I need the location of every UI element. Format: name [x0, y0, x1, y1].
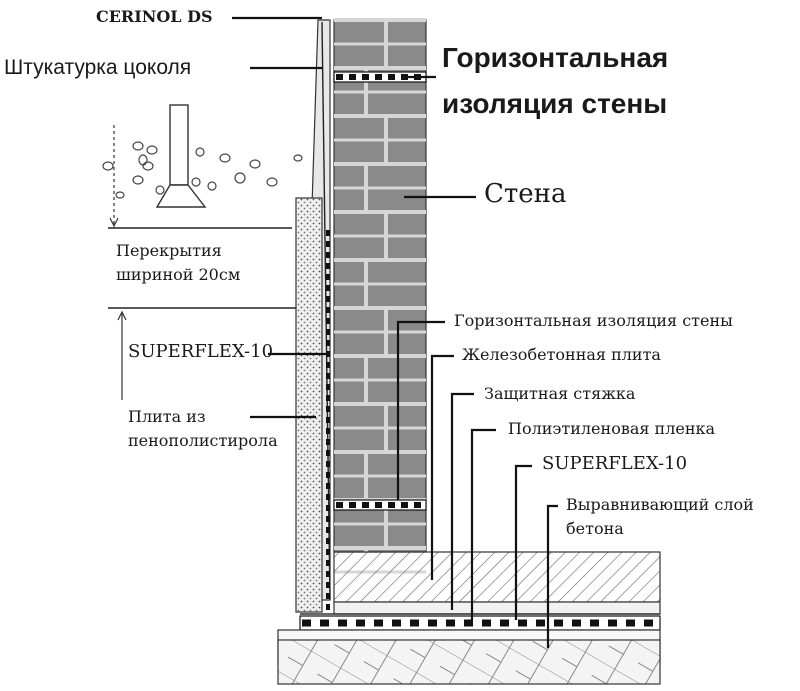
- gravel-backfill: [102, 104, 305, 400]
- superflex-horizontal: [299, 615, 661, 631]
- drain-post: [169, 104, 189, 186]
- label-wall: Стена: [484, 179, 567, 209]
- wall-horizontal-insulation-bottom: [333, 499, 427, 511]
- label-horizontal-small: Горизонтальная изоляция стены: [454, 311, 733, 330]
- label-slab-1: Перекрытия: [116, 241, 222, 260]
- title-horizontal-2: изоляция стены: [442, 88, 668, 119]
- label-superflex-left: SUPERFLEX-10: [128, 341, 274, 362]
- reinforced-concrete-slab: [333, 551, 661, 603]
- label-eps-1: Плита из: [128, 407, 206, 426]
- drain-post-base: [155, 184, 207, 208]
- eps-board: [295, 197, 323, 613]
- ground-paving: [277, 639, 661, 685]
- label-plinth-plaster: Штукатурка цоколя: [4, 56, 192, 79]
- label-screed: Защитная стяжка: [484, 384, 636, 403]
- brick-wall: [333, 18, 427, 574]
- leader-lines: [232, 16, 558, 648]
- label-pe-film: Полиэтиленовая пленка: [508, 419, 716, 438]
- title-horizontal-1: Горизонтальная: [442, 42, 669, 73]
- label-cerinol: CERINOL DS: [96, 7, 213, 26]
- label-rc-slab: Железобетонная плита: [462, 345, 661, 364]
- label-superflex-right: SUPERFLEX-10: [542, 453, 688, 474]
- label-leveling-1: Выравнивающий слой: [566, 495, 754, 514]
- label-eps-2: пенополистирола: [128, 431, 278, 450]
- label-leveling-2: бетона: [566, 519, 624, 538]
- protective-screed: [333, 601, 661, 615]
- label-slab-2: шириной 20см: [116, 265, 241, 284]
